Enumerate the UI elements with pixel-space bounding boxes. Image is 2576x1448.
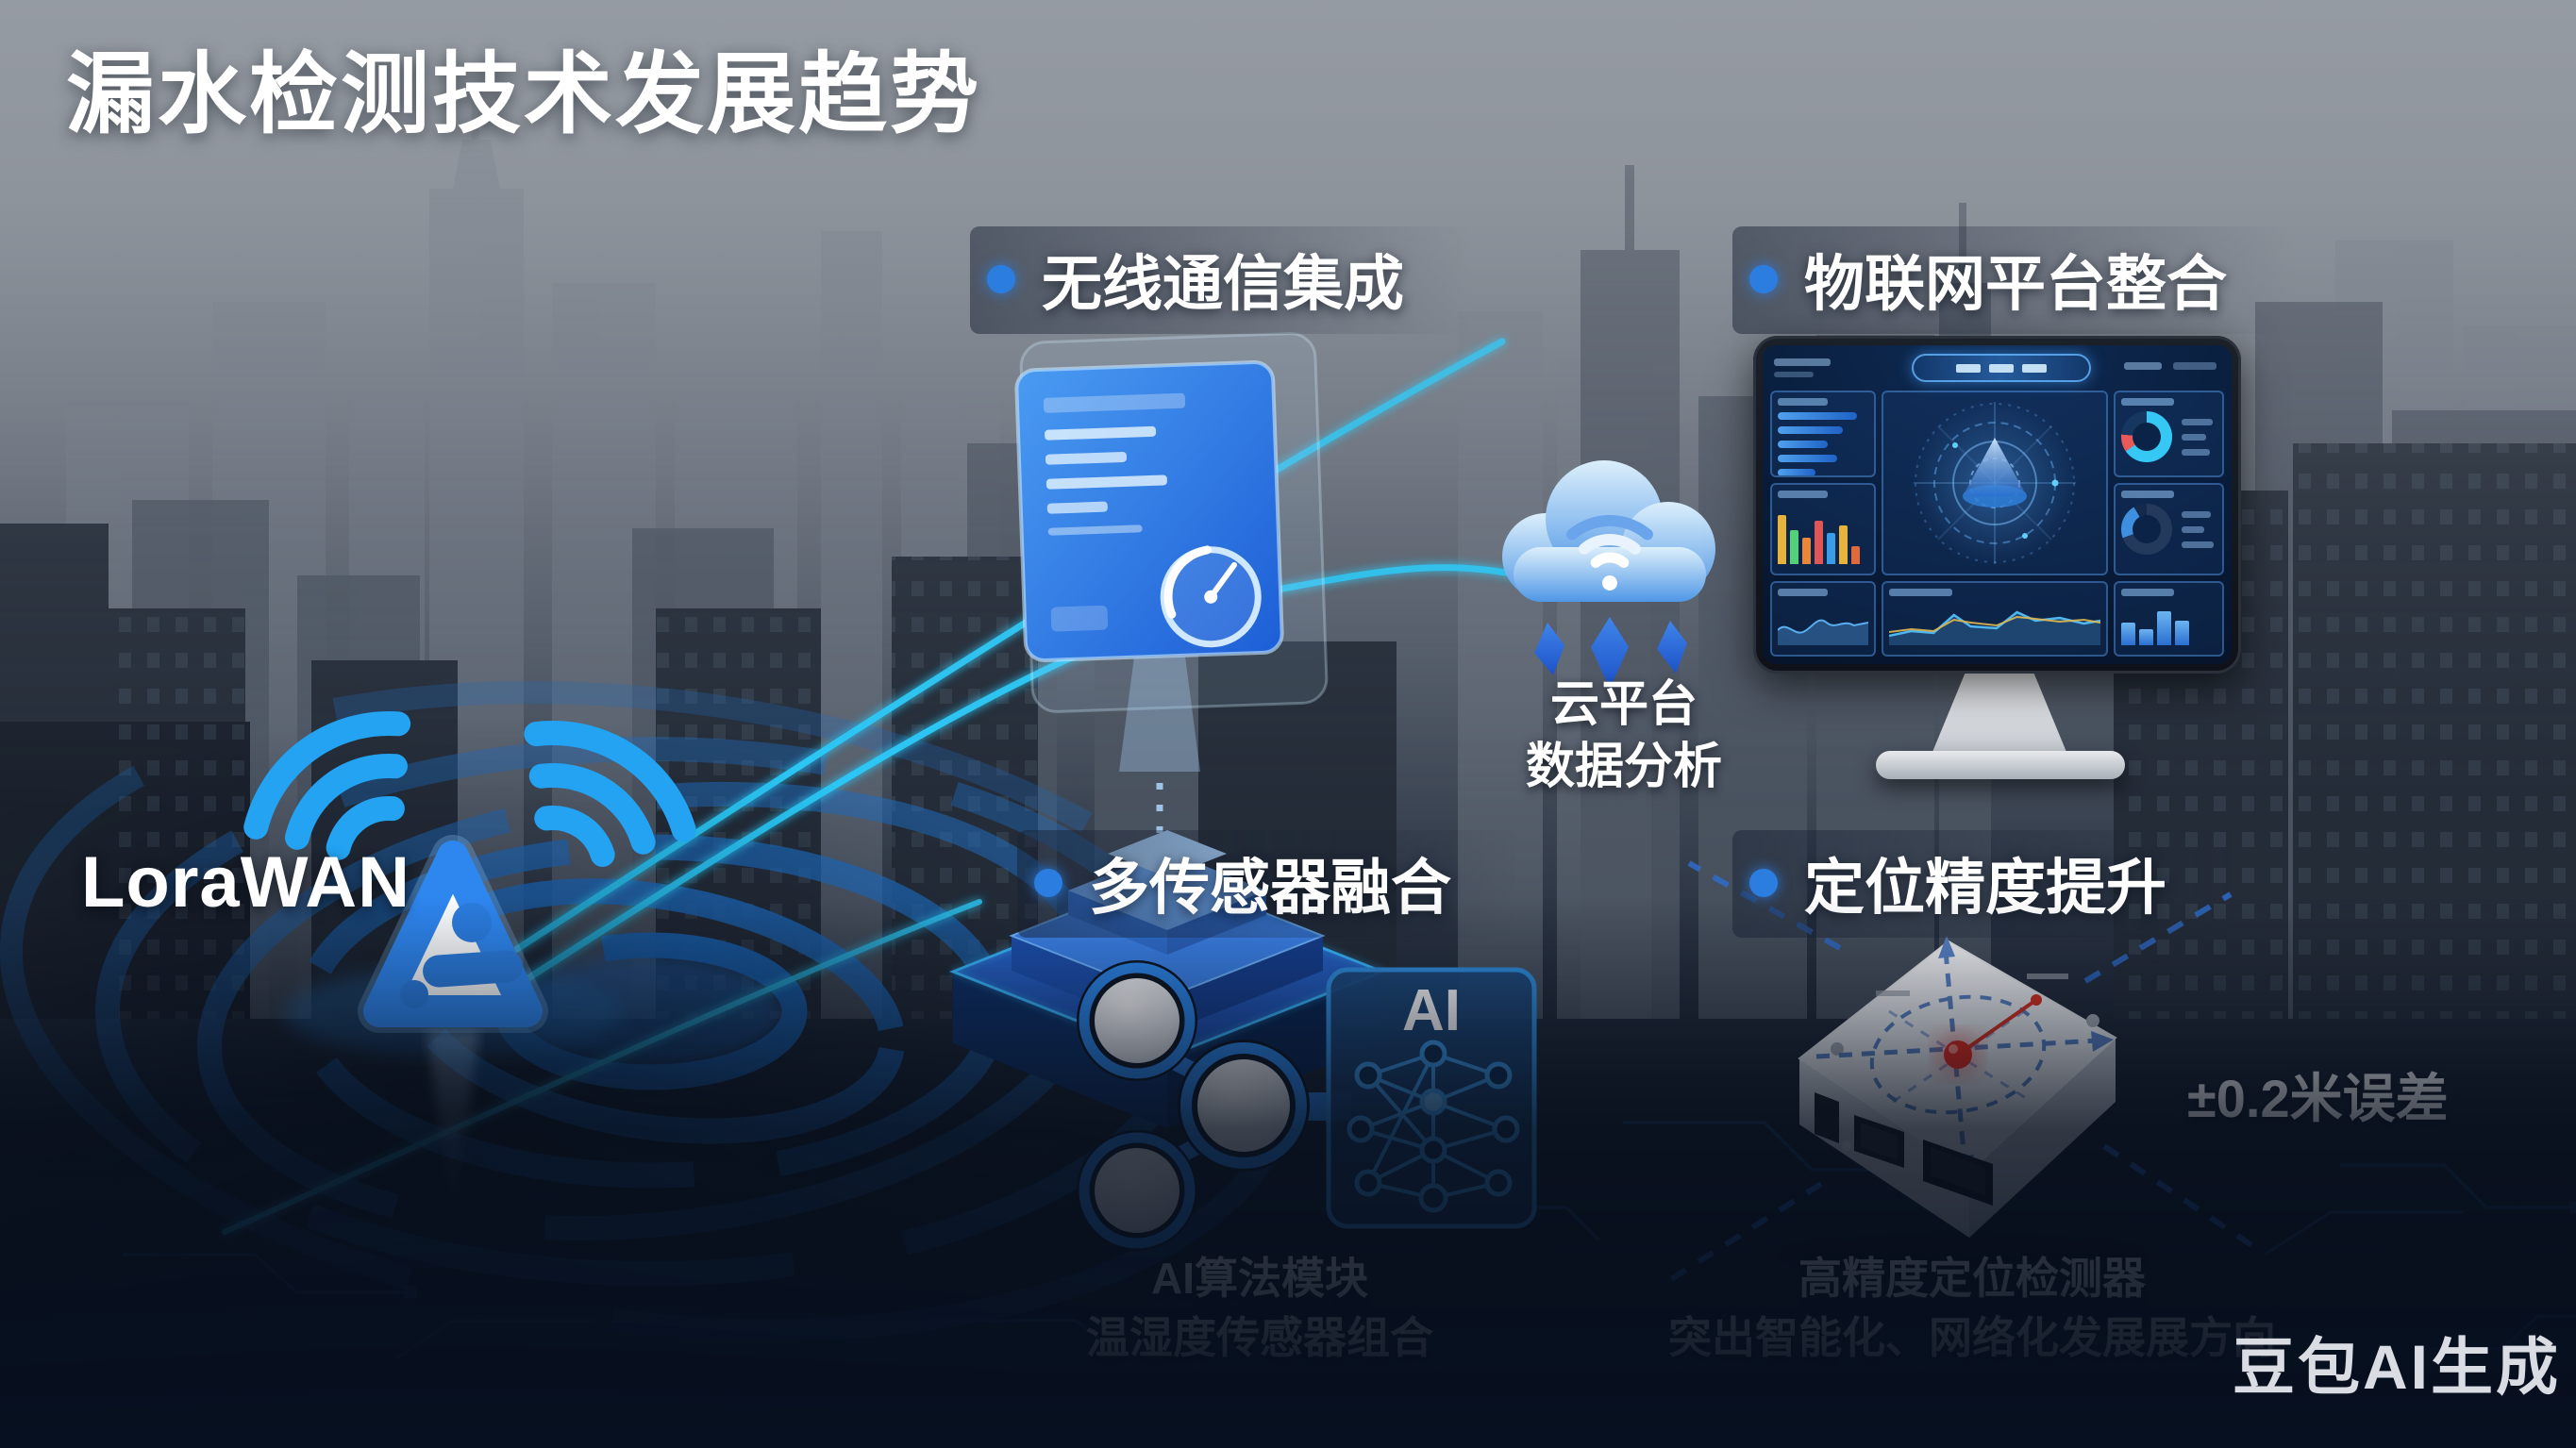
lorawan-illustration [243,710,696,1219]
watermark: 豆包AI生成 [2233,1332,2561,1402]
triangle-reflection [427,1030,479,1219]
bullet-dot-icon [1749,265,1778,293]
accuracy-label: ±0.2米误差 [2187,1069,2449,1128]
dashboard-header [1770,353,2224,383]
cloud-icon [1502,460,1715,689]
multisensor-caption-line2: 温湿度传感器组合 [1086,1313,1433,1362]
sensor-pucks [1077,960,1310,1251]
section-label-text: 无线通信集成 [1042,250,1404,318]
lorawan-label: LoraWAN [81,842,410,923]
section-label-multisensor: 多传感器融合 [1017,830,1517,938]
dashboard-panel-rbars [2114,581,2224,657]
sensor-puck-bottom [1077,1130,1197,1251]
cloud-caption-line1: 云平台 [1549,677,1698,732]
positioning-caption-line2: 突出智能化、网络化发展展方向 [1668,1313,2276,1362]
dashboard-panel-area [1770,581,1876,657]
db-right-bar-chart [2121,602,2216,645]
section-label-iot: 物联网平台整合 [1732,226,2293,334]
wifi-arcs-right-icon [524,720,696,867]
holo-screen [1014,360,1284,662]
sensor-puck-top [1077,960,1197,1081]
multisensor-caption-line1: AI算法模块 [1151,1254,1368,1303]
dashboard-panel-donut2 [2114,483,2224,575]
bullet-dot-icon [1034,869,1062,897]
db-donut-dark [2121,504,2172,555]
db-line-chart [1889,610,2100,645]
holo-gauge-icon [1160,545,1262,648]
cloud-caption: 云平台 数据分析 [1468,674,1780,798]
sensor-puck-mid [1178,1040,1310,1172]
section-label-text: 多传感器融合 [1089,854,1451,922]
dashboard-title-pill [1912,354,2091,382]
positioning-caption: 高精度定位检测器 突出智能化、网络化发展展方向 [1637,1249,2307,1368]
db-color-bar-chart [1778,504,1868,564]
cloud-caption-line2: 数据分析 [1525,740,1722,794]
db-area-chart [1778,619,1868,645]
dashboard-panel-colorbars [1770,483,1876,575]
db-radar-chart [1912,400,2078,566]
section-label-text: 定位精度提升 [1804,854,2166,922]
bullet-dot-icon [1749,869,1778,897]
dashboard-panel-hbars [1770,391,1876,477]
dashboard-panel-donut1 [2114,391,2224,477]
section-label-text: 物联网平台整合 [1804,250,2227,318]
db-donut-cyan [2121,411,2172,462]
section-label-positioning: 定位精度提升 [1732,830,2233,938]
dashboard-panel-radar [1882,391,2108,575]
dashboard-panel-lines [1882,581,2108,657]
monitor-base [1876,751,2125,779]
section-label-wireless: 无线通信集成 [970,226,1470,334]
page-title: 漏水检测技术发展趋势 [66,44,982,143]
positioning-caption-line1: 高精度定位检测器 [1798,1254,2146,1303]
iot-dashboard-monitor [1753,336,2241,674]
db-hbar-chart [1778,412,1868,475]
ai-module-label: AI [1402,978,1461,1043]
target-center-dot [1944,1040,1972,1069]
multisensor-caption: AI算法模块 温湿度传感器组合 [1043,1249,1477,1368]
bullet-dot-icon [987,265,1015,293]
dashboard-screen [1763,345,2232,664]
